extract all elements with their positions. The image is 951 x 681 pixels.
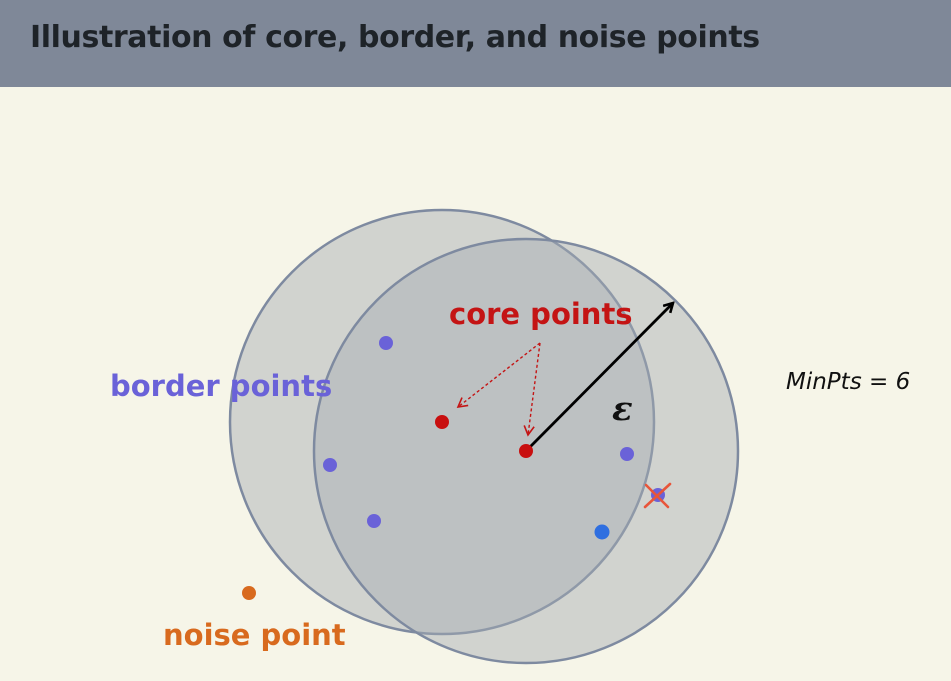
- core-point: [435, 415, 449, 429]
- noise-point: [242, 586, 256, 600]
- core-label-arrow-left: [456, 342, 541, 409]
- epsilon-radius-arrow: [525, 303, 673, 452]
- border-point: [367, 514, 381, 528]
- exclusion-cross-mark: [643, 482, 672, 509]
- border-points-label: border points: [110, 369, 332, 403]
- core-points-label: core points: [449, 297, 633, 331]
- noise-point-label: noise point: [163, 618, 346, 652]
- core-label-arrow-right: [523, 342, 541, 437]
- border-point: [620, 447, 634, 461]
- border-point: [323, 458, 337, 472]
- border-point: [379, 336, 393, 350]
- core-point: [519, 444, 533, 458]
- slide-title: Illustration of core, border, and noise …: [30, 20, 760, 55]
- title-bar: Illustration of core, border, and noise …: [0, 0, 951, 87]
- epsilon-label: ε: [612, 389, 633, 429]
- minpts-label: MinPts = 6: [786, 369, 910, 395]
- highlighted-point: [594, 524, 610, 540]
